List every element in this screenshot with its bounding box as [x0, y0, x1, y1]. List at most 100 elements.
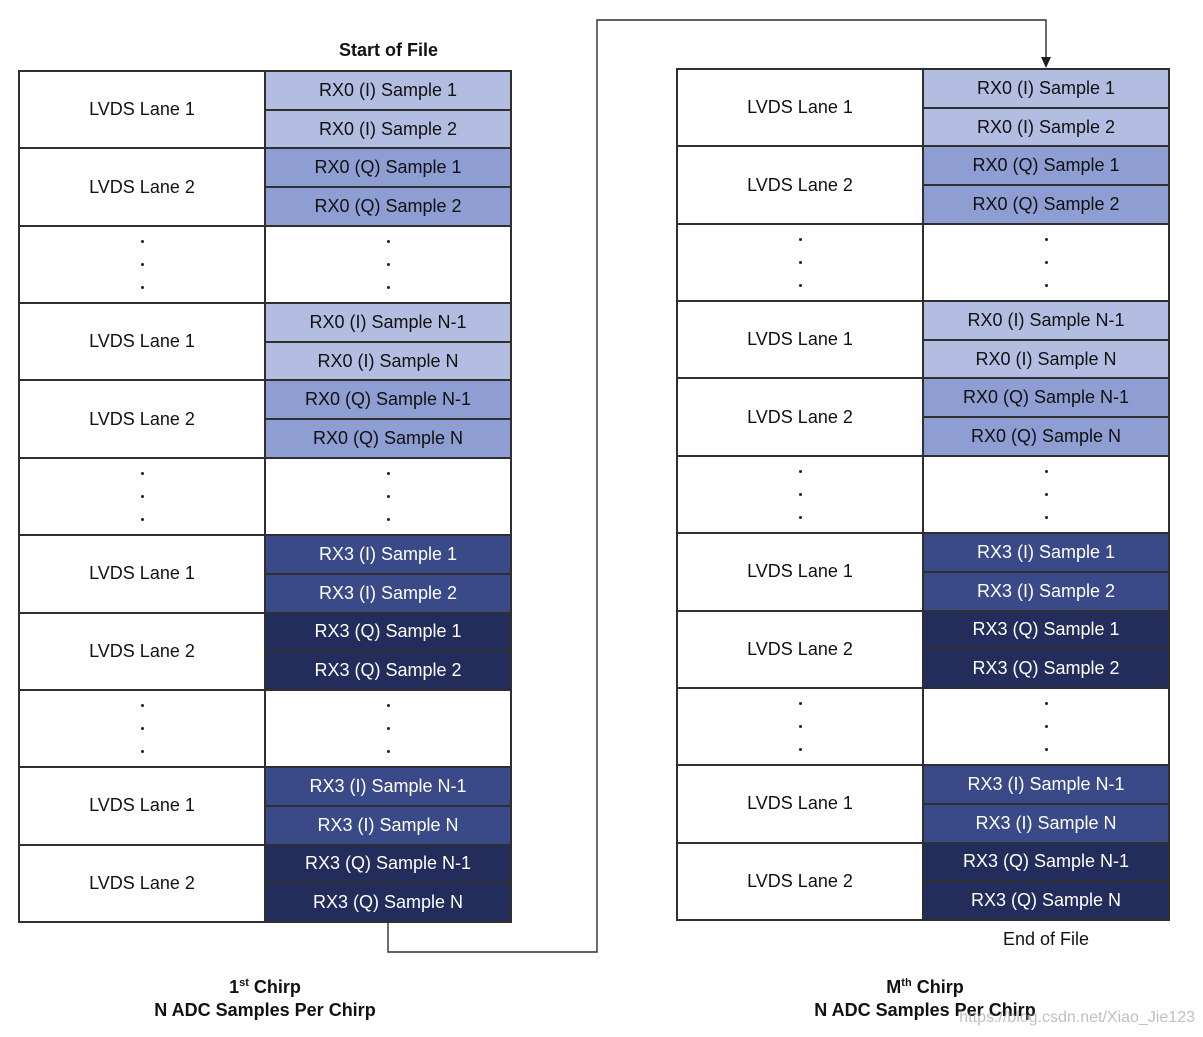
sample-ellipsis-cell — [923, 455, 1169, 534]
ellipsis-dot — [140, 750, 144, 754]
ellipsis-dot — [140, 239, 144, 243]
sample-cell: RX0 (I) Sample N-1 — [923, 301, 1169, 340]
ellipsis-dot — [140, 704, 144, 708]
sample-cell: RX3 (I) Sample 1 — [265, 535, 511, 574]
lane-label: LVDS Lane 1 — [677, 765, 923, 843]
sample-ellipsis-cell — [265, 225, 511, 304]
chirp-subtitle: N ADC Samples Per Chirp — [154, 1000, 376, 1020]
chirp-word: Chirp — [916, 977, 964, 997]
lane-ellipsis-cell — [19, 225, 265, 304]
ellipsis-dot — [798, 725, 802, 729]
ellipsis-dot — [140, 471, 144, 475]
sample-cell: RX0 (I) Sample N — [923, 339, 1169, 379]
lane-ellipsis-cell — [677, 687, 923, 766]
ellipsis-dot — [386, 727, 390, 731]
ellipsis-dot — [386, 750, 390, 754]
chirp-caption-first: 1st Chirp N ADC Samples Per Chirp — [18, 976, 512, 1022]
ellipsis-dot — [1044, 725, 1048, 729]
ellipsis-dot — [798, 260, 802, 264]
sample-cell: RX3 (Q) Sample 2 — [265, 651, 511, 690]
ellipsis-dot — [1044, 492, 1048, 496]
sample-cell: RX0 (Q) Sample N-1 — [923, 378, 1169, 418]
lane-label: LVDS Lane 1 — [677, 533, 923, 611]
ellipsis-dot — [386, 704, 390, 708]
lane-label: LVDS Lane 1 — [677, 301, 923, 379]
chirp-title: 1st Chirp — [18, 976, 512, 999]
sample-cell: RX0 (Q) Sample 1 — [923, 146, 1169, 186]
ellipsis-dot — [140, 494, 144, 498]
ellipsis-dot — [1044, 260, 1048, 264]
ellipsis-dot — [140, 727, 144, 731]
ellipsis-dot — [798, 515, 802, 519]
sample-ellipsis-cell — [923, 687, 1169, 766]
start-of-file-label: Start of File — [338, 40, 438, 60]
sample-cell: RX0 (Q) Sample N-1 — [265, 380, 511, 420]
sample-cell: RX0 (Q) Sample 2 — [923, 185, 1169, 224]
lane-ellipsis-cell — [677, 223, 923, 302]
chirp-word: Chirp — [253, 977, 301, 997]
ellipsis-dot — [386, 471, 390, 475]
sample-cell: RX0 (I) Sample N — [265, 341, 511, 381]
ellipsis-dot — [798, 237, 802, 241]
ellipsis-dot — [1044, 237, 1048, 241]
lane-label: LVDS Lane 1 — [677, 69, 923, 147]
ellipsis-dot — [1044, 515, 1048, 519]
lane-label: LVDS Lane 2 — [19, 380, 265, 458]
ellipsis-dot — [798, 469, 802, 473]
chirp-ordinal: 1 — [229, 977, 240, 997]
sample-ellipsis-cell — [923, 223, 1169, 302]
chirp-subtitle: N ADC Samples Per Chirp — [814, 1000, 1036, 1020]
ellipsis-dot — [1044, 469, 1048, 473]
ordinal-suffix: th — [901, 977, 912, 989]
chirp-title: Mth Chirp — [678, 976, 1172, 999]
ellipsis-dot — [1044, 702, 1048, 706]
ellipsis-dot — [798, 702, 802, 706]
sample-cell: RX0 (I) Sample 2 — [265, 109, 511, 149]
lane-label: LVDS Lane 2 — [677, 146, 923, 224]
lane-label: LVDS Lane 1 — [19, 767, 265, 845]
ellipsis-dot — [798, 492, 802, 496]
ellipsis-dot — [386, 517, 390, 521]
lane-label: LVDS Lane 2 — [19, 844, 265, 922]
lane-label: LVDS Lane 2 — [677, 378, 923, 456]
sample-cell: RX3 (I) Sample 1 — [923, 533, 1169, 572]
sample-cell: RX3 (Q) Sample 1 — [265, 612, 511, 652]
chirp-caption-mth: Mth Chirp N ADC Samples Per Chirp — [678, 976, 1172, 1022]
lane-label: LVDS Lane 2 — [677, 610, 923, 688]
sample-cell: RX3 (Q) Sample N — [923, 881, 1169, 920]
ellipsis-dot — [1044, 283, 1048, 287]
lane-label: LVDS Lane 2 — [677, 842, 923, 920]
lane-label: LVDS Lane 1 — [19, 535, 265, 613]
ellipsis-dot — [798, 748, 802, 752]
sample-cell: RX3 (I) Sample N — [265, 805, 511, 845]
lane-ellipsis-cell — [19, 689, 265, 768]
sample-cell: RX0 (Q) Sample 1 — [265, 148, 511, 188]
sample-cell: RX3 (Q) Sample N — [265, 883, 511, 922]
sample-cell: RX0 (I) Sample 1 — [265, 71, 511, 110]
sample-cell: RX0 (Q) Sample N — [265, 419, 511, 458]
sample-cell: RX0 (I) Sample N-1 — [265, 303, 511, 342]
ellipsis-dot — [386, 239, 390, 243]
lane-label: LVDS Lane 2 — [19, 148, 265, 226]
ordinal-suffix: st — [239, 977, 249, 989]
lane-label: LVDS Lane 1 — [19, 303, 265, 381]
sample-cell: RX0 (I) Sample 2 — [923, 107, 1169, 147]
sample-cell: RX3 (I) Sample 2 — [265, 573, 511, 613]
sample-ellipsis-cell — [265, 689, 511, 768]
sample-cell: RX0 (Q) Sample 2 — [265, 187, 511, 226]
arrowhead — [1041, 57, 1051, 68]
sample-cell: RX3 (I) Sample 2 — [923, 571, 1169, 611]
sample-cell: RX0 (I) Sample 1 — [923, 69, 1169, 108]
